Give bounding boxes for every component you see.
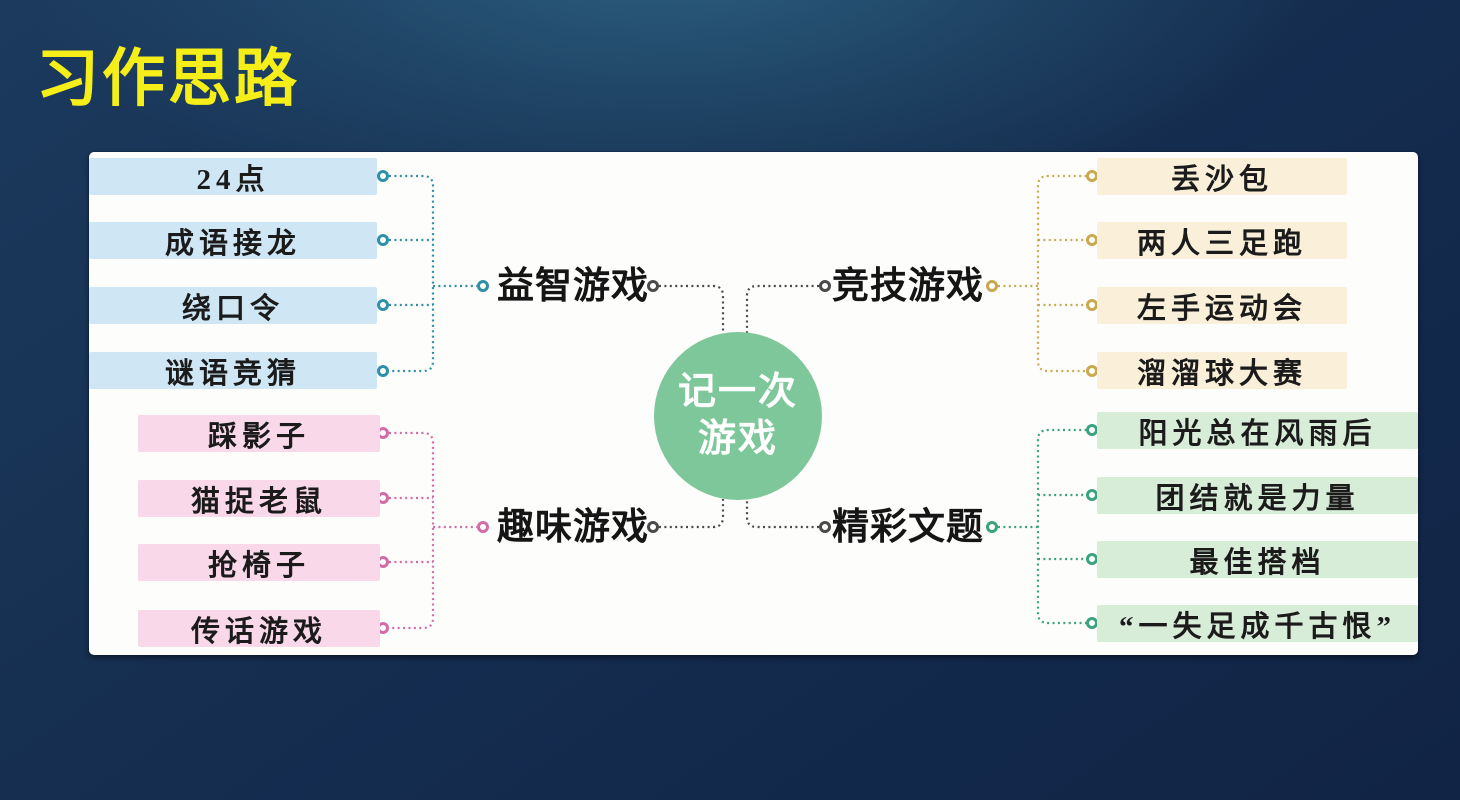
node-item: 两人三足跑 — [1097, 222, 1347, 260]
connector-ring — [1086, 553, 1098, 565]
branch-label-titles: 精彩文题 — [832, 506, 984, 547]
node-item: 最佳搭档 — [1097, 541, 1418, 579]
node-item: 传话游戏 — [138, 610, 380, 648]
center-node-line1: 记一次 — [677, 371, 798, 413]
connector-ring — [1086, 299, 1098, 311]
connector-ring — [1086, 365, 1098, 377]
connector-ring — [986, 280, 998, 292]
connector-ring — [1086, 617, 1098, 629]
node-item: 左手运动会 — [1097, 287, 1347, 325]
mindmap-panel: 记一次 游戏 益智游戏 竞技游戏 趣味游戏 精彩文题 24点 成语接龙 绕口令 … — [89, 152, 1418, 655]
connector-ring — [647, 280, 659, 292]
trunk-connectors — [647, 280, 831, 533]
branch-label-competitive: 竞技游戏 — [832, 265, 984, 306]
connector-layer — [377, 170, 1098, 634]
node-item: 猫捉老鼠 — [138, 480, 380, 518]
node-item: 抢椅子 — [138, 544, 380, 582]
connector-ring — [1086, 489, 1098, 501]
node-item: 成语接龙 — [89, 222, 377, 260]
connector-ring — [986, 521, 998, 533]
connector-ring — [1086, 234, 1098, 246]
connector-ring — [377, 299, 389, 311]
connector-ring — [377, 365, 389, 377]
center-node: 记一次 游戏 — [654, 332, 822, 500]
titles-branch-connectors — [986, 424, 1098, 629]
center-node-line2: 游戏 — [697, 418, 778, 460]
node-item: 团结就是力量 — [1097, 477, 1418, 515]
branch-label-fun: 趣味游戏 — [497, 506, 649, 547]
connector-ring — [377, 234, 389, 246]
connector-ring — [819, 280, 831, 292]
fun-branch-connectors — [377, 427, 489, 634]
competitive-branch-connectors — [986, 170, 1098, 377]
node-item: 踩影子 — [138, 415, 380, 453]
node-item: 谜语竞猜 — [89, 352, 377, 390]
connector-ring — [1086, 170, 1098, 182]
connector-ring — [477, 521, 489, 533]
node-item: “一失足成千古恨” — [1097, 605, 1418, 643]
connector-ring — [819, 521, 831, 533]
connector-ring — [647, 521, 659, 533]
page-title: 习作思路 — [36, 44, 300, 114]
node-item: 绕口令 — [89, 287, 377, 325]
node-item: 24点 — [89, 158, 377, 196]
connector-ring — [377, 170, 389, 182]
node-item: 阳光总在风雨后 — [1097, 412, 1418, 450]
connector-ring — [477, 280, 489, 292]
node-item: 丢沙包 — [1097, 158, 1347, 196]
puzzle-branch-connectors — [377, 170, 489, 377]
branch-label-puzzle: 益智游戏 — [497, 265, 649, 306]
connector-ring — [1086, 424, 1098, 436]
node-item: 溜溜球大赛 — [1097, 352, 1347, 390]
